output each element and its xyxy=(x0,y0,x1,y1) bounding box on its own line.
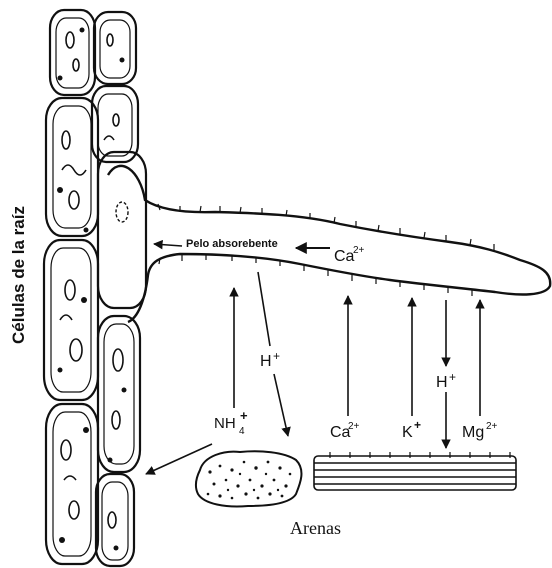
k-label: K xyxy=(402,424,413,441)
k-sup: + xyxy=(414,418,421,432)
h-left-label: H xyxy=(260,353,272,370)
root-hair xyxy=(108,166,550,322)
nh4-sup: + xyxy=(240,408,248,423)
clay-layers xyxy=(314,452,516,490)
ca-inside-label: Ca xyxy=(334,248,355,265)
sand-particle xyxy=(196,451,302,506)
h-right-sup: + xyxy=(449,370,456,384)
ca-bottom-sup: 2+ xyxy=(348,421,360,432)
root-cell xyxy=(98,152,146,308)
root-hair-label: Pelo absorebente xyxy=(186,238,278,250)
h-left-sup: + xyxy=(273,349,280,363)
h-left-down-arrow-bottom xyxy=(274,374,288,436)
root-cell xyxy=(44,240,98,400)
nh4-sub: 4 xyxy=(239,426,245,437)
h-right-label: H xyxy=(436,374,448,391)
root-cells xyxy=(44,10,146,566)
ion-arrows xyxy=(146,272,480,474)
root-cell xyxy=(50,10,95,95)
h-left-down-arrow-top xyxy=(258,272,270,346)
sands-label: Arenas xyxy=(290,518,341,538)
mg-sup: 2+ xyxy=(486,421,498,432)
ca-inside-sup: 2+ xyxy=(353,245,365,256)
side-title: Células de la raíz xyxy=(9,206,28,344)
mg-label: Mg xyxy=(462,424,484,441)
nh4-label: NH xyxy=(214,415,236,432)
